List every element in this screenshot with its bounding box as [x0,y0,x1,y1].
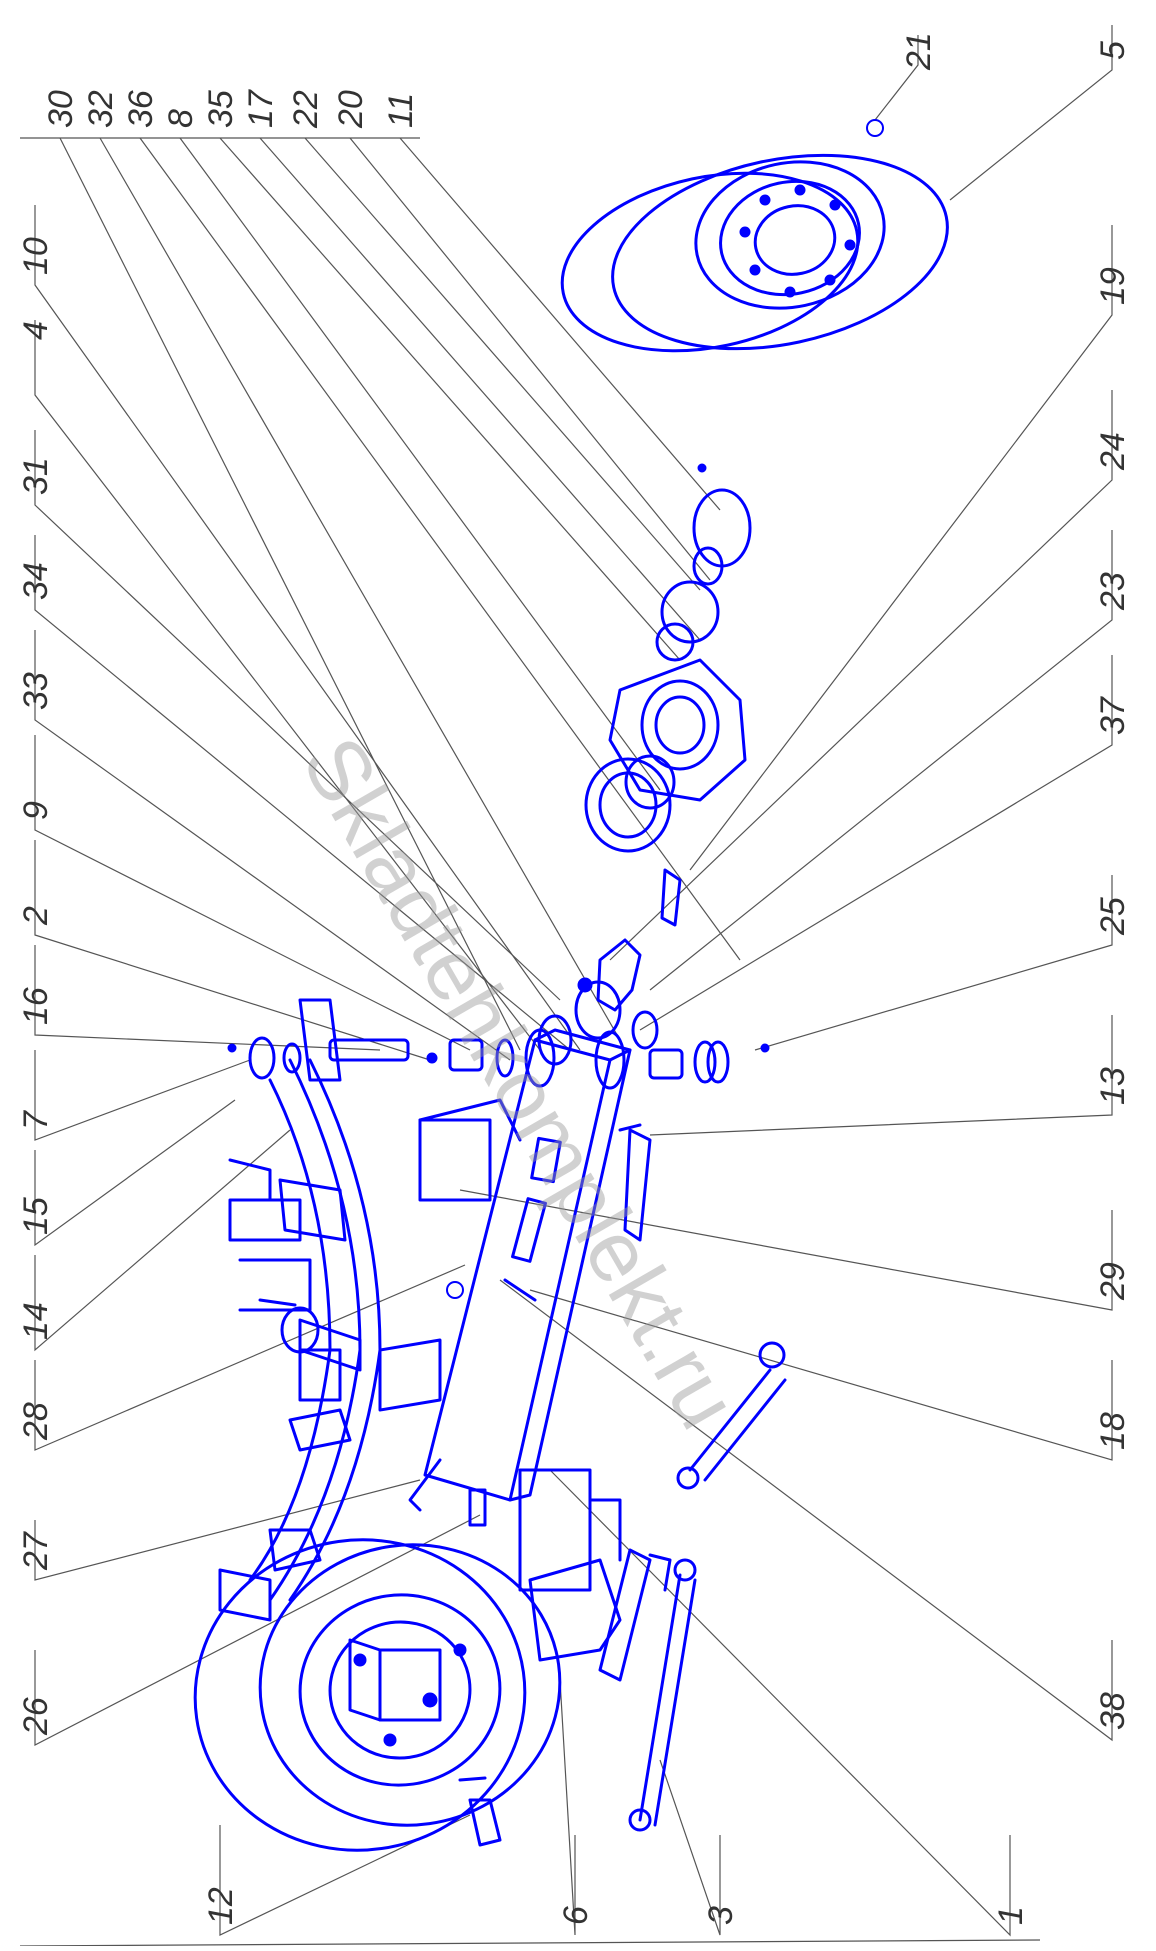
part-label-29: 29 [1094,1262,1132,1301]
part-label-37: 37 [1094,696,1132,735]
part-label-13: 13 [1094,1067,1132,1105]
right-wheel [560,119,949,353]
part-label-14: 14 [17,1302,55,1340]
leader-6 [559,1679,576,1936]
part-label-19: 19 [1094,267,1132,305]
part-label-16: 16 [17,987,55,1025]
part-label-4: 4 [17,321,55,340]
part-label-26: 26 [17,1697,55,1736]
leader-13 [649,1015,1113,1136]
leader-35 [219,137,681,661]
leader-3 [659,1759,721,1936]
part-label-21: 21 [900,32,938,71]
part-label-9: 9 [17,801,55,820]
part-label-18: 18 [1094,1412,1132,1450]
leader-10 [34,205,581,1051]
part-label-22: 22 [287,90,325,129]
leader-29 [459,1189,1113,1311]
label-underlines [19,137,1041,1947]
leader-31 [34,430,561,1001]
part-label-6: 6 [557,1906,595,1925]
part-label-17: 17 [242,89,280,128]
leader-lines [34,25,1113,1937]
leader-28 [34,1264,466,1451]
part-label-35: 35 [202,90,240,128]
part-label-10: 10 [17,237,55,275]
part-label-7: 7 [17,1110,55,1130]
part-label-11: 11 [382,93,420,128]
linkages [468,1123,787,1832]
leader-27 [34,1479,421,1581]
leader-16 [34,945,381,1051]
leader-7 [34,1050,251,1141]
part-label-30: 30 [42,90,80,128]
part-label-23: 23 [1094,572,1132,611]
leader-38 [499,1279,1113,1742]
leader-17 [259,137,701,641]
part-label-24: 24 [1094,432,1132,471]
leader-32 [99,137,621,1041]
part-label-32: 32 [82,90,120,128]
part-label-5: 5 [1094,41,1132,60]
part-label-36: 36 [122,90,160,128]
leader-4 [34,320,541,1051]
leader-36 [139,137,741,961]
leader-26 [34,1514,481,1746]
leader-14 [34,1129,291,1352]
leader-18 [529,1289,1113,1461]
leader-20 [349,137,711,581]
leader-21 [874,35,919,121]
hub-assembly [584,463,752,927]
part-label-27: 27 [17,1531,55,1571]
leader-2 [34,840,431,1061]
left-wheel [193,1538,562,1852]
part-label-2: 2 [17,906,55,926]
leader-11 [399,137,721,511]
leaf-spring [218,998,442,1622]
part-labels: 30 32 36 8 35 17 22 20 11 21 5 10 4 31 3… [17,32,1132,1925]
leader-1 [549,1469,1011,1937]
leader-30 [59,137,521,1051]
part-label-34: 34 [17,562,55,600]
part-label-31: 31 [17,457,55,495]
leader-8 [179,137,661,791]
part-label-1: 1 [992,1906,1030,1925]
leader-34 [34,535,571,1051]
part-label-25: 25 [1094,897,1132,936]
leader-25 [754,875,1113,1051]
part-label-12: 12 [202,1887,240,1925]
part-label-28: 28 [17,1402,55,1441]
axle-beam [408,1028,632,1512]
leader-37 [639,655,1113,1031]
part-label-3: 3 [702,1906,740,1925]
leader-19 [689,225,1113,871]
part-label-8: 8 [162,109,200,128]
leader-12 [219,1814,471,1936]
part-label-33: 33 [17,672,55,710]
leader-24 [609,390,1113,961]
leader-9 [34,735,471,1051]
part-label-20: 20 [332,90,370,129]
leader-22 [304,137,701,591]
leader-5 [949,25,1113,201]
leader-15 [34,1099,236,1247]
part-label-38: 38 [1094,1692,1132,1730]
watermark: Skladtehkomplekt.ru [284,722,757,1445]
leader-23 [649,530,1113,991]
part-label-15: 15 [17,1197,55,1235]
leader-33 [34,630,511,1061]
